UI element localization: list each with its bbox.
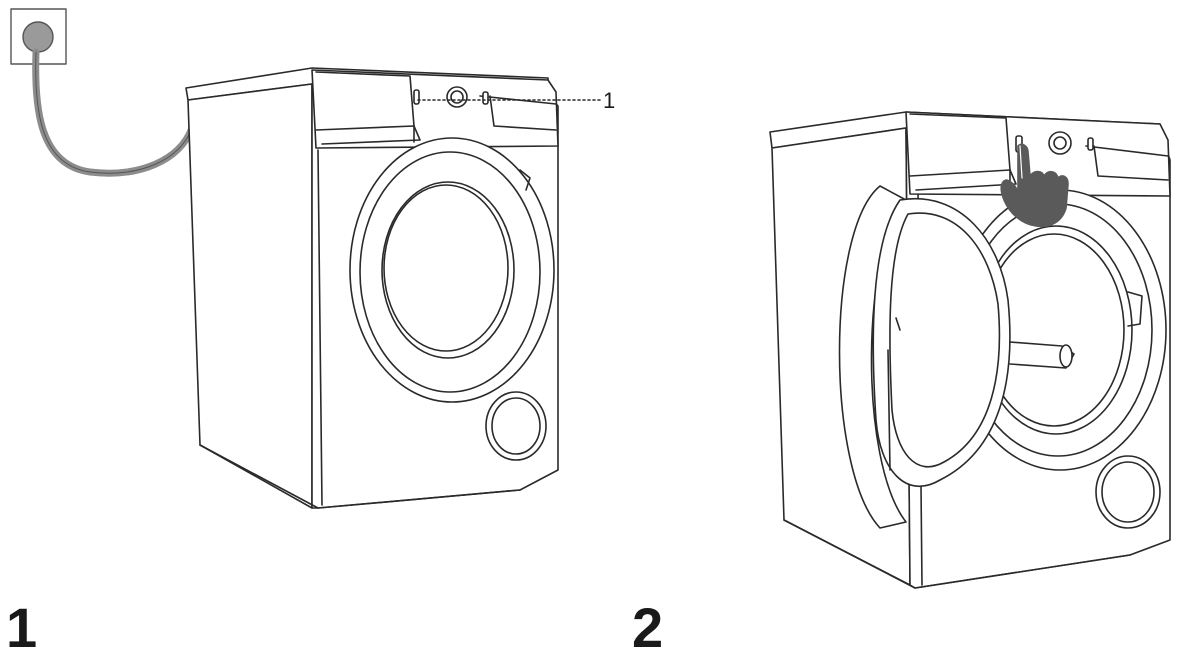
step-2-illustration: [769, 111, 1171, 589]
filter-hatch: [485, 391, 547, 461]
callout-label: 1: [603, 88, 615, 113]
step-number-1: 1: [6, 596, 38, 659]
door-open: [838, 185, 1011, 529]
pressing-hand-icon: [1000, 143, 1069, 228]
power-cord: [32, 48, 196, 177]
step-number-2: 2: [632, 596, 664, 659]
filter-hatch-2: [1095, 455, 1161, 529]
washing-machine-1: [185, 67, 559, 509]
step-1-illustration: [10, 8, 601, 509]
door-closed: [349, 137, 555, 403]
